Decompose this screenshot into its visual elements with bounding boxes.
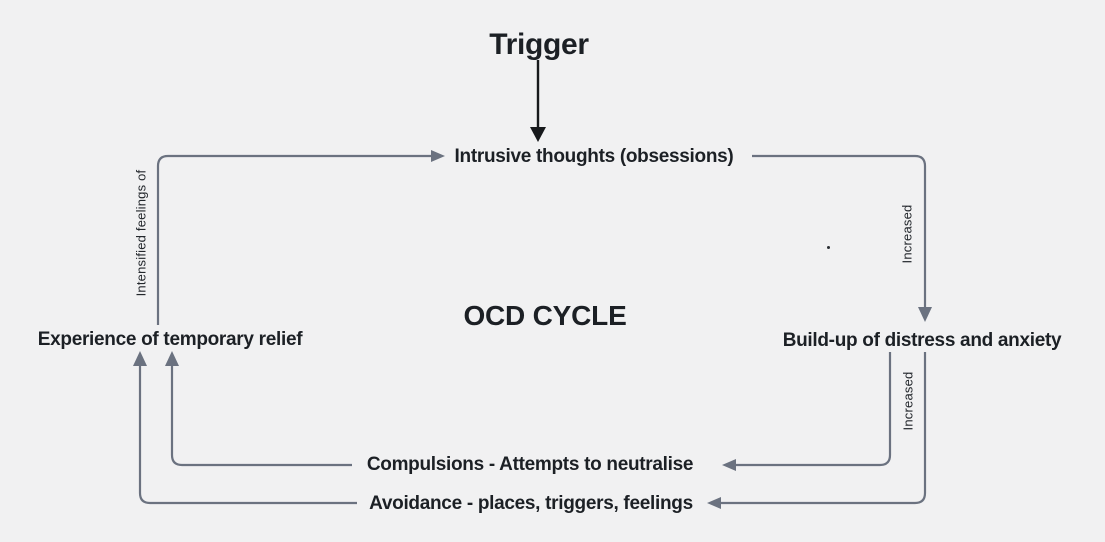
node-intrusive-thoughts: Intrusive thoughts (obsessions) — [454, 146, 734, 167]
arrowhead-up-outer-icon — [133, 351, 147, 366]
arrowhead-trigger-icon — [530, 127, 546, 142]
node-temporary-relief: Experience of temporary relief — [37, 329, 303, 350]
stray-dot — [827, 246, 830, 249]
arrowhead-left-compulsions-icon — [722, 459, 736, 471]
node-trigger: Trigger — [489, 28, 589, 61]
diagram-title: OCD CYCLE — [463, 300, 627, 331]
connector-buildup-to-compulsions — [736, 352, 892, 467]
edge-label-increased-top: Increased — [899, 204, 915, 264]
arrowhead-left-avoidance-icon — [707, 497, 721, 509]
node-compulsions: Compulsions - Attempts to neutralise — [366, 454, 694, 475]
edge-label-intensified-feelings: Intensified feelings of — [133, 169, 149, 297]
connector-avoidance-to-relief — [138, 366, 357, 505]
node-avoidance: Avoidance - places, triggers, feelings — [369, 493, 693, 514]
connector-relief-to-intrusive — [156, 154, 431, 325]
arrowhead-up-inner-icon — [165, 351, 179, 366]
connector-intrusive-to-buildup — [752, 154, 927, 307]
connector-buildup-to-avoidance — [721, 352, 927, 505]
arrowhead-down-icon — [918, 307, 932, 322]
edge-label-increased-bottom: Increased — [900, 371, 916, 431]
connector-compulsions-to-relief — [170, 366, 352, 467]
node-buildup: Build-up of distress and anxiety — [782, 330, 1062, 351]
arrowhead-right-icon — [431, 150, 445, 162]
